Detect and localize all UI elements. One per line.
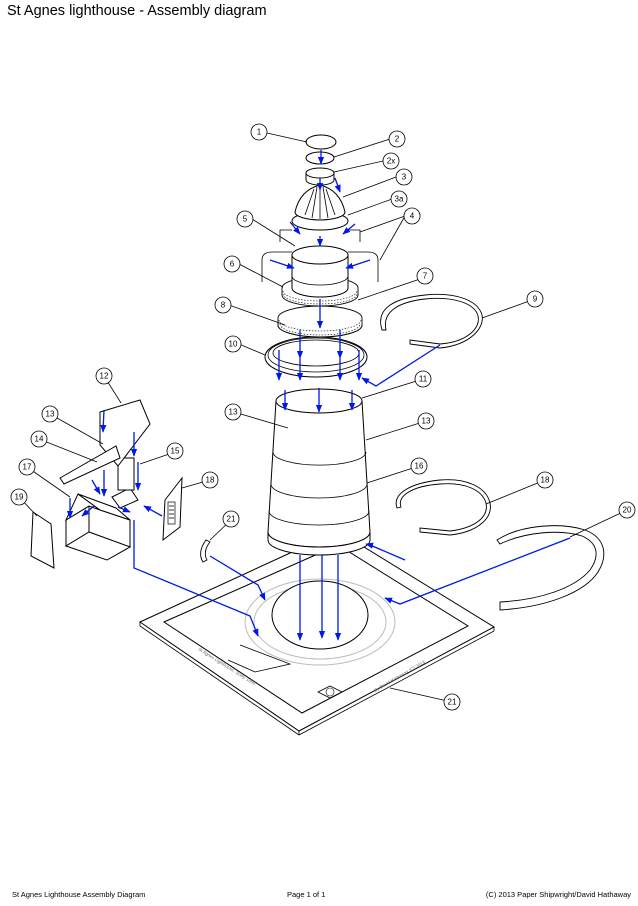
callout-22: 20 xyxy=(618,501,636,519)
svg-text:12: 12 xyxy=(100,372,109,381)
callout-21-top: 11 xyxy=(414,370,432,388)
callout-21-ring: 21 xyxy=(222,510,240,528)
callout-17: 12 xyxy=(95,367,113,385)
callout-2: 13 xyxy=(224,403,242,421)
svg-text:18: 18 xyxy=(206,476,215,485)
svg-text:1: 1 xyxy=(257,128,262,137)
callout-13-top: 4 xyxy=(403,207,421,225)
callout-1: 21 xyxy=(443,693,461,711)
page-title: St Agnes lighthouse - Assembly diagram xyxy=(7,3,267,19)
tower-body xyxy=(267,388,371,556)
svg-text:18: 18 xyxy=(541,476,550,485)
svg-text:20: 20 xyxy=(623,506,632,515)
callout-9: 3 xyxy=(395,168,413,186)
ring-13 xyxy=(395,479,491,536)
svg-text:8: 8 xyxy=(221,301,226,310)
callout-20: 19 xyxy=(10,488,28,506)
svg-text:6: 6 xyxy=(230,260,235,269)
svg-text:9: 9 xyxy=(533,295,538,304)
svg-text:21: 21 xyxy=(448,698,457,707)
callout-6: 5 xyxy=(236,210,254,228)
vent-cap-11 xyxy=(305,151,335,165)
ring-piece-21 xyxy=(200,539,211,563)
svg-text:21: 21 xyxy=(227,515,236,524)
callout-16: 15 xyxy=(166,442,184,460)
finial-12 xyxy=(305,134,337,150)
callout-4: 7 xyxy=(416,267,434,285)
svg-text:11: 11 xyxy=(419,375,428,384)
lantern-handrails-7 xyxy=(261,229,379,282)
callout-11: 2 xyxy=(388,130,406,148)
svg-text:13: 13 xyxy=(422,417,431,426)
ring-3a xyxy=(380,293,483,349)
footer-doc-title: St Agnes Lighthouse Assembly Diagram xyxy=(12,890,146,899)
callout-5: 8 xyxy=(214,296,232,314)
oil-store xyxy=(30,399,183,569)
base-plate: St Agnes Lighthouse. Scilly. 1680 By Dav… xyxy=(138,530,496,736)
callout-10: 2x xyxy=(382,152,400,170)
svg-text:2x: 2x xyxy=(387,157,395,166)
callout-18-tower: 16 xyxy=(410,457,428,475)
callout-14: 13 xyxy=(41,405,59,423)
callout-8: 3a xyxy=(390,190,408,208)
svg-text:5: 5 xyxy=(243,215,248,224)
svg-text:15: 15 xyxy=(171,447,180,456)
svg-text:3a: 3a xyxy=(395,195,404,204)
callout-12: 1 xyxy=(250,123,268,141)
svg-text:19: 19 xyxy=(15,493,24,502)
callout-19: 14 xyxy=(30,430,48,448)
callout-3a: 9 xyxy=(526,290,544,308)
callout-7: 6 xyxy=(223,255,241,273)
svg-text:7: 7 xyxy=(423,272,428,281)
ring-22 xyxy=(496,525,605,611)
svg-text:2: 2 xyxy=(395,135,400,144)
dome-9 xyxy=(294,184,346,221)
callout-2x: 13 xyxy=(417,412,435,430)
assembly-arrows xyxy=(66,150,571,641)
svg-text:13: 13 xyxy=(229,408,238,417)
svg-text:3: 3 xyxy=(402,173,407,182)
svg-text:14: 14 xyxy=(35,435,44,444)
callout-3: 10 xyxy=(224,335,242,353)
svg-text:4: 4 xyxy=(410,212,415,221)
svg-text:13: 13 xyxy=(46,410,55,419)
footer-page-number: Page 1 of 1 xyxy=(287,890,326,899)
gallery-ring-3 xyxy=(264,336,368,378)
callout-15: 18 xyxy=(201,471,219,489)
footer-copyright: (C) 2013 Paper Shipwright/David Hathaway xyxy=(485,890,631,899)
callout-18-store: 17 xyxy=(18,458,36,476)
leader-lines xyxy=(18,132,628,703)
callout-13-ring: 18 xyxy=(536,471,554,489)
svg-text:16: 16 xyxy=(415,462,424,471)
svg-text:17: 17 xyxy=(23,463,32,472)
lantern-body-6 xyxy=(291,245,349,298)
svg-text:10: 10 xyxy=(229,340,238,349)
